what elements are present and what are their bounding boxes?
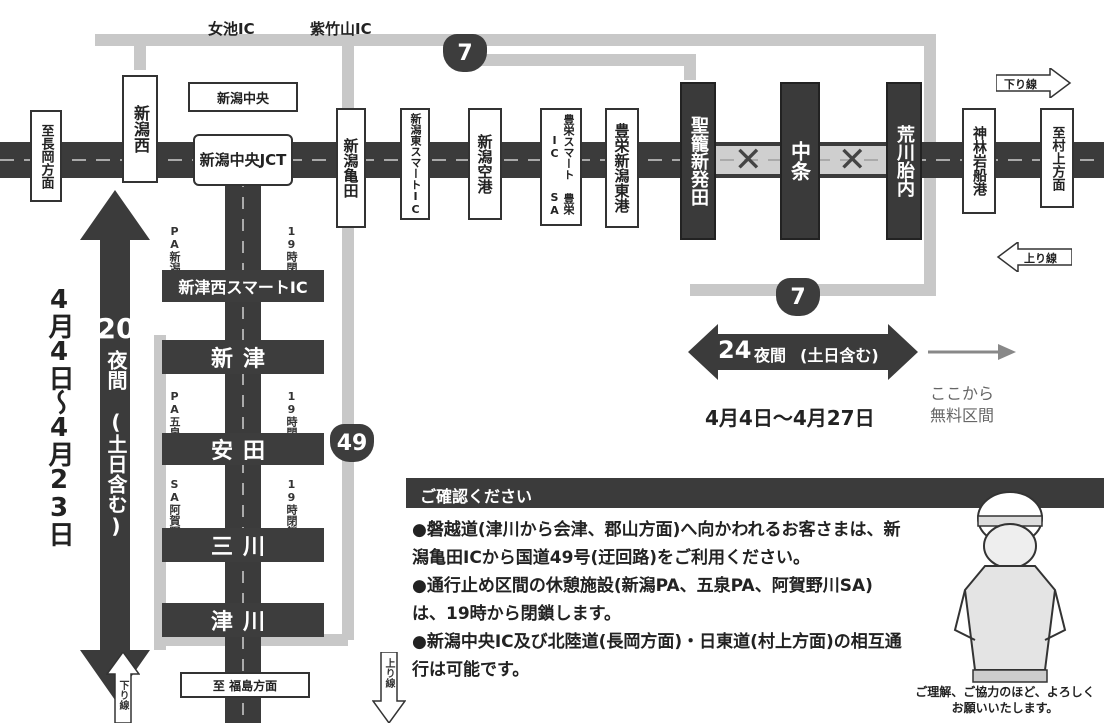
closure-left-weekend: (土日含む) — [104, 410, 128, 538]
route-49-sign: 49 — [330, 424, 374, 462]
closure-left-nights: 20 — [96, 312, 136, 345]
notice-header: ご確認ください — [420, 487, 533, 506]
notice-item-3: ●新潟中央IC及び北陸道(長岡方面)・日東道(村上方面)の相互通行は可能です。 — [412, 632, 902, 680]
notice-body: ●磐越道(津川から会津、郡山方面)へ向かわれるお客さまは、新潟亀田ICから国道4… — [412, 516, 902, 684]
kamihayashi-box: 神林岩船港 — [962, 108, 996, 214]
closure-arrow-right — [688, 324, 918, 380]
niigata-higashi-smart-box: 新潟東スマートIC — [400, 108, 430, 220]
niigata-kuko-box: 新潟空港 — [468, 108, 502, 220]
toyosaka-smart-label: 豊栄スマートIC — [548, 114, 575, 181]
niitsu-bar: 新津 — [162, 340, 324, 374]
toyosaka-smart-box: 豊栄スマートIC 豊栄SA — [540, 108, 582, 226]
niigata-kameda-box: 新潟亀田 — [336, 108, 366, 228]
nobori-bottom-label: 上り線 — [383, 658, 394, 688]
closure-right-nights-label: 夜間 — [754, 346, 787, 365]
arakawa-tainai-box: 荒川胎内 — [886, 82, 922, 240]
closure-right-period: 4月4日〜4月27日 — [705, 406, 875, 430]
niigata-chuo-box: 新潟中央 — [188, 82, 298, 112]
free-section-line1: ここから — [930, 384, 995, 403]
pa-gosen-label: PA五泉 — [168, 390, 181, 438]
closed-x-icon-2: ✕ — [838, 140, 867, 180]
notice-item-1: ●磐越道(津川から会津、郡山方面)へ向かわれるお客さまは、新潟亀田ICから国道4… — [412, 520, 901, 568]
pa-niigata-note: 19時閉鎖 — [285, 225, 298, 284]
onaike-ic-label: 女池IC — [208, 20, 255, 38]
closure-left-period: 4月4日〜4月23日 — [44, 285, 74, 545]
to-nagaoka-box: 至長岡方面 — [30, 110, 62, 202]
route-7-upper — [480, 54, 696, 80]
nobori-arrow-right: 上り線 — [996, 240, 1073, 274]
nakajo-box: 中条 — [780, 82, 820, 240]
route-7-sign-mid: 7 — [776, 278, 820, 316]
notice-footer: ご理解、ご協力のほど、よろしくお願いいたします。 — [915, 685, 1095, 715]
to-murakami-box: 至村上方面 — [1040, 108, 1074, 208]
closure-right-nights: 24 — [718, 336, 752, 364]
closure-right-weekend: (土日含む) — [800, 346, 879, 365]
notice-header-bar: ご確認ください — [406, 478, 1104, 508]
free-section-line2: 無料区間 — [930, 406, 995, 425]
closed-x-icon-1: ✕ — [734, 140, 763, 180]
kudari-bottom-label: 下り線 — [117, 680, 128, 710]
toyosaka-higashiko-box: 豊栄新潟東港 — [605, 108, 639, 228]
shichikuyama-ic-label: 紫竹山IC — [310, 20, 372, 38]
niitsu-nishi-smart-bar: 新津西スマートIC — [162, 270, 324, 302]
seiro-shibata-box: 聖籠新発田 — [680, 82, 716, 240]
kudari-arrow-bottom: 下り線 — [105, 650, 141, 724]
niigata-chuo-jct-box: 新潟中央JCT — [193, 134, 293, 186]
pa-niigata-label: PA新潟 — [168, 225, 181, 273]
sa-agano-note: 19時閉鎖 — [285, 478, 298, 537]
kudari-label: 下り線 — [1004, 78, 1037, 91]
free-arrow-icon — [928, 344, 1016, 360]
route-7-sign-top: 7 — [443, 34, 487, 72]
nobori-arrow-bottom: 上り線 — [371, 651, 407, 725]
tsugawa-bar: 津川 — [162, 603, 324, 637]
to-fukushima-box: 至 福島方面 — [180, 672, 310, 698]
kudari-arrow-right: 下り線 — [995, 66, 1072, 100]
yasuda-bar: 安田 — [162, 433, 324, 465]
mascot-figure — [953, 491, 1067, 683]
closure-left-nights-label: 夜間 — [104, 350, 128, 390]
notice-item-2: ●通行止め区間の休憩施設(新潟PA、五泉PA、阿賀野川SA)は、19時から閉鎖し… — [412, 576, 873, 624]
closure-arrow-left — [80, 190, 150, 700]
mikawa-bar: 三川 — [162, 528, 324, 562]
toyosaka-sa-label: 豊栄SA — [548, 191, 575, 218]
nobori-label: 上り線 — [1024, 252, 1057, 265]
niigata-nishi-box: 新潟西 — [122, 75, 158, 183]
